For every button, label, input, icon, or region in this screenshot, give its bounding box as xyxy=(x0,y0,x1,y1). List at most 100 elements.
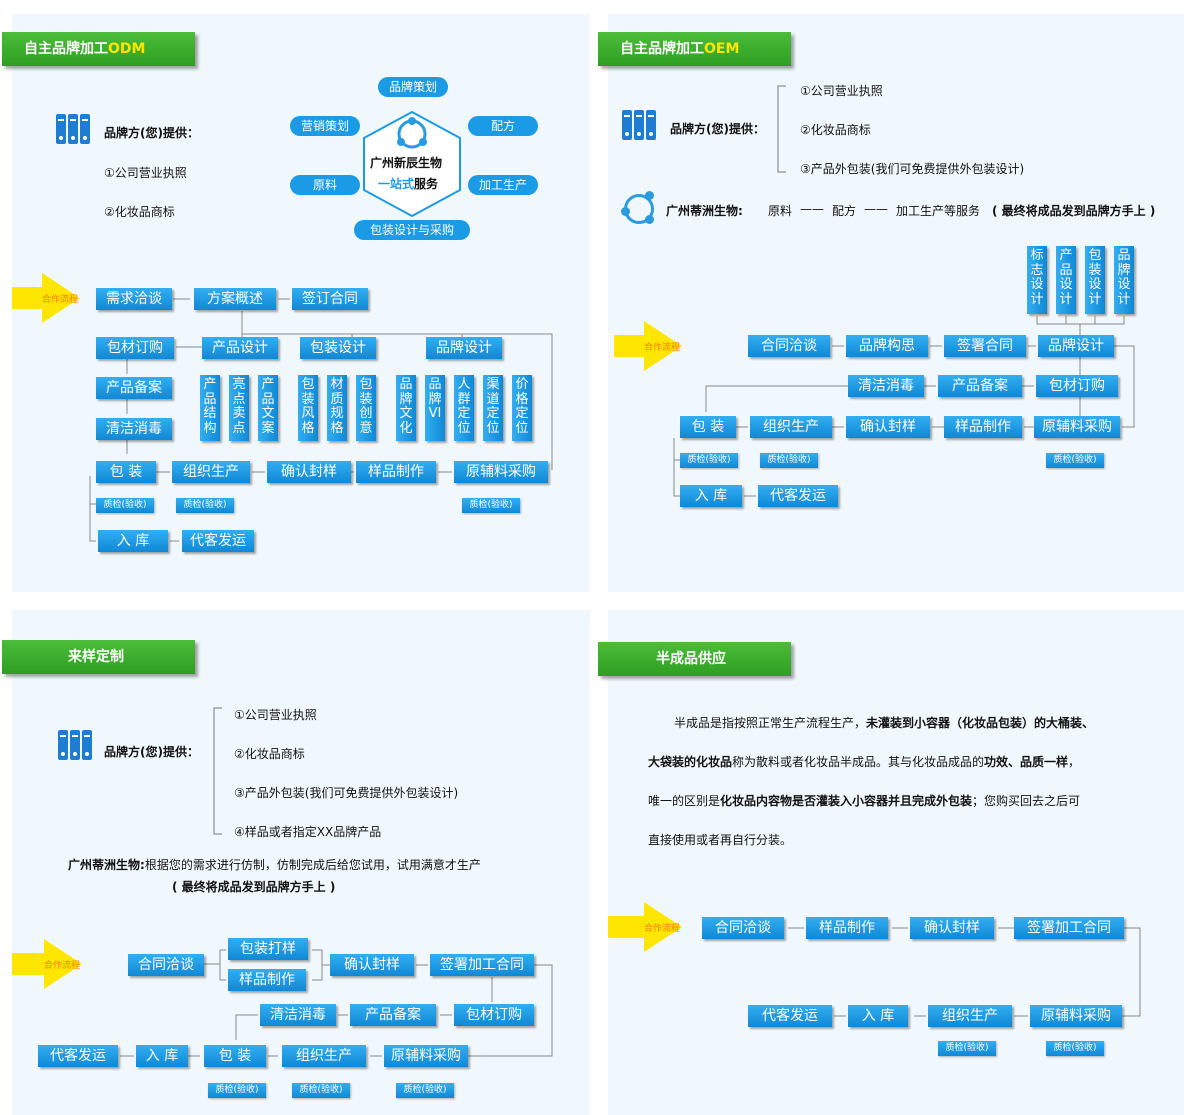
odm-flow-step: 需求洽谈 xyxy=(96,288,172,310)
oem-flow-step: 品牌设计 xyxy=(1038,335,1114,357)
odm-flow-step: 包 装 xyxy=(96,461,156,483)
oem-flow-step: 包 装 xyxy=(680,416,736,438)
oem-flow-arrow-icon: 合作流程 xyxy=(644,321,682,371)
odm-package-sub: 包装风格 xyxy=(298,375,318,441)
odm-flow-step: 品牌设计 xyxy=(426,337,502,359)
oem-item-3: ③产品外包装(我们可免费提供外包装设计) xyxy=(800,162,1025,176)
oem-design-col: 包装设计 xyxy=(1085,246,1105,314)
sample-item-2: ②化妆品商标 xyxy=(234,747,305,761)
odm-flow-step: 样品制作 xyxy=(356,461,436,483)
odm-title-banner: 自主品牌加工ODM xyxy=(2,32,195,66)
odm-flow-arrow-icon: 合作流程 xyxy=(42,273,80,323)
sample-step-record: 产品备案 xyxy=(350,1004,436,1026)
oem-design-col: 品牌设计 xyxy=(1114,246,1134,314)
odm-package-sub: 材质规格 xyxy=(327,375,347,441)
semi-line-3: 唯一的区别是化妆品内容物是否灌装入小容器并且完成外包装；您购买回去之后可 xyxy=(648,782,1168,821)
odm-hub-company: 广州新辰生物 xyxy=(370,156,443,170)
odm-item-2: ②化妆品商标 xyxy=(104,205,175,219)
oem-svc-production: 加工生产等服务 xyxy=(896,204,981,218)
semi-flow-arrow-icon: 合作流程 xyxy=(644,902,682,952)
odm-flow-step: 组织生产 xyxy=(172,461,250,483)
odm-flow-step: 签订合同 xyxy=(292,288,368,310)
odm-item-1: ①公司营业执照 xyxy=(104,166,187,180)
sample-flow-label: 合作流程 xyxy=(44,961,81,971)
odm-qc-tag: 质检(验收) xyxy=(176,498,234,513)
sample-step-purchase: 原辅料采购 xyxy=(384,1045,468,1067)
sample-item-4: ④样品或者指定XX品牌产品 xyxy=(234,825,382,839)
oem-title-banner: 自主品牌加工OEM xyxy=(598,32,791,66)
semi-flow-step: 合同洽谈 xyxy=(702,917,784,939)
sample-connectors xyxy=(120,949,553,1057)
odm-product-sub: 产品文案 xyxy=(258,375,278,441)
semi-title-banner: 半成品供应 xyxy=(598,642,791,676)
semi-flow-step: 确认封样 xyxy=(910,917,994,939)
odm-flow-step: 包材订购 xyxy=(96,337,174,359)
binder-icon xyxy=(622,110,658,140)
pill-formula: 配方 xyxy=(468,116,538,136)
odm-hub-onestop: 一站式 xyxy=(378,177,415,191)
odm-flow-step: 原辅料采购 xyxy=(454,461,548,483)
odm-flow-step: 代客发运 xyxy=(182,530,254,552)
sample-step-sample: 样品制作 xyxy=(228,969,306,991)
odm-flow-step: 入 库 xyxy=(98,530,168,552)
sample-step-ship: 代客发运 xyxy=(38,1045,118,1067)
semi-line-2: 大袋装的化妆品称为散料或者化妆品半成品。其与化妆品成品的功效、品质一样， xyxy=(648,743,1168,782)
semi-qc-tag: 质检(验收) xyxy=(938,1041,996,1056)
semi-flow-step: 签署加工合同 xyxy=(1014,917,1124,939)
semi-flow-step: 样品制作 xyxy=(806,917,888,939)
pill-material: 原料 xyxy=(290,175,360,195)
pill-production: 加工生产 xyxy=(468,175,538,195)
binder-icon xyxy=(58,730,94,760)
odm-hub-service-word: 服务 xyxy=(414,177,439,191)
oem-flow-step: 签署合同 xyxy=(944,335,1026,357)
oem-flow-step: 品牌构思 xyxy=(846,335,928,357)
semi-flow-step: 入 库 xyxy=(848,1005,908,1027)
oem-flow-step: 组织生产 xyxy=(750,416,832,438)
semi-text-bold: 未灌装到小容器（化妆品包装）的大桶装、 xyxy=(866,716,1095,730)
odm-flow-step: 方案概述 xyxy=(194,288,276,310)
sample-item-3: ③产品外包装(我们可免费提供外包装设计) xyxy=(234,786,459,800)
oem-item-1: ①公司营业执照 xyxy=(800,84,883,98)
sample-step-clean: 清洁消毒 xyxy=(260,1004,336,1026)
odm-qc-tag: 质检(验收) xyxy=(462,498,520,513)
sample-panel: 来样定制 品牌方(您)提供： ①公司营业执照 ②化妆品商标 ③产品外包装(我们可… xyxy=(2,610,590,1115)
sample-flow-arrow-tail xyxy=(12,953,44,975)
semi-text: 唯一的区别是 xyxy=(648,794,721,808)
odm-brand-sub: 渠道定位 xyxy=(483,375,503,441)
sample-title-text: 来样定制 xyxy=(68,649,124,665)
semi-text: ；您购买回去之后可 xyxy=(972,794,1081,808)
semi-connectors xyxy=(788,927,1141,1017)
oem-flow-step: 样品制作 xyxy=(944,416,1022,438)
odm-brand-sub: 品牌文化 xyxy=(396,375,416,441)
odm-flow-step: 产品备案 xyxy=(96,377,172,399)
oem-qc-tag: 质检(验收) xyxy=(680,453,738,468)
sample-step-contract: 合同洽谈 xyxy=(128,954,204,976)
sample-company: 广州蒂洲生物: xyxy=(68,858,145,872)
semi-text: 称为散料或者化妆品半成品。其与化妆品成品的 xyxy=(732,755,985,769)
oem-provider-label: 品牌方(您)提供： xyxy=(670,122,765,136)
sample-step-pack-order: 包材订购 xyxy=(454,1004,534,1026)
semi-text-bold: 功效、品质一样 xyxy=(984,755,1069,769)
odm-product-sub: 产品结构 xyxy=(200,375,220,441)
sample-step-confirm: 确认封样 xyxy=(330,954,414,976)
semi-text: ， xyxy=(1068,755,1081,769)
semi-flow-step: 组织生产 xyxy=(928,1005,1012,1027)
odm-hub-hexagon xyxy=(363,110,461,218)
odm-flow-label: 合作流程 xyxy=(42,295,79,305)
odm-flow-step: 包装设计 xyxy=(300,337,376,359)
oem-qc-tag: 质检(验收) xyxy=(1046,453,1104,468)
oem-flow-step: 入 库 xyxy=(680,485,742,507)
sample-step-sign: 签署加工合同 xyxy=(430,954,534,976)
semi-title-text: 半成品供应 xyxy=(656,651,726,667)
semi-flow-step: 代客发运 xyxy=(748,1005,832,1027)
oem-item-2: ②化妆品商标 xyxy=(800,123,871,137)
semi-description: 半成品是指按照正常生产流程生产，未灌装到小容器（化妆品包装）的大桶装、 大袋装的… xyxy=(648,704,1168,860)
sample-step-store: 入 库 xyxy=(136,1045,188,1067)
sample-qc-tag: 质检(验收) xyxy=(292,1083,350,1098)
semi-text-bold: 大袋装的化妆品 xyxy=(648,755,733,769)
sample-qc-tag: 质检(验收) xyxy=(396,1083,454,1098)
oem-qc-tag: 质检(验收) xyxy=(760,453,818,468)
odm-hub-service: 一站式服务 xyxy=(378,175,438,192)
semi-qc-tag: 质检(验收) xyxy=(1046,1041,1104,1056)
oem-design-col: 标志设计 xyxy=(1027,246,1047,314)
